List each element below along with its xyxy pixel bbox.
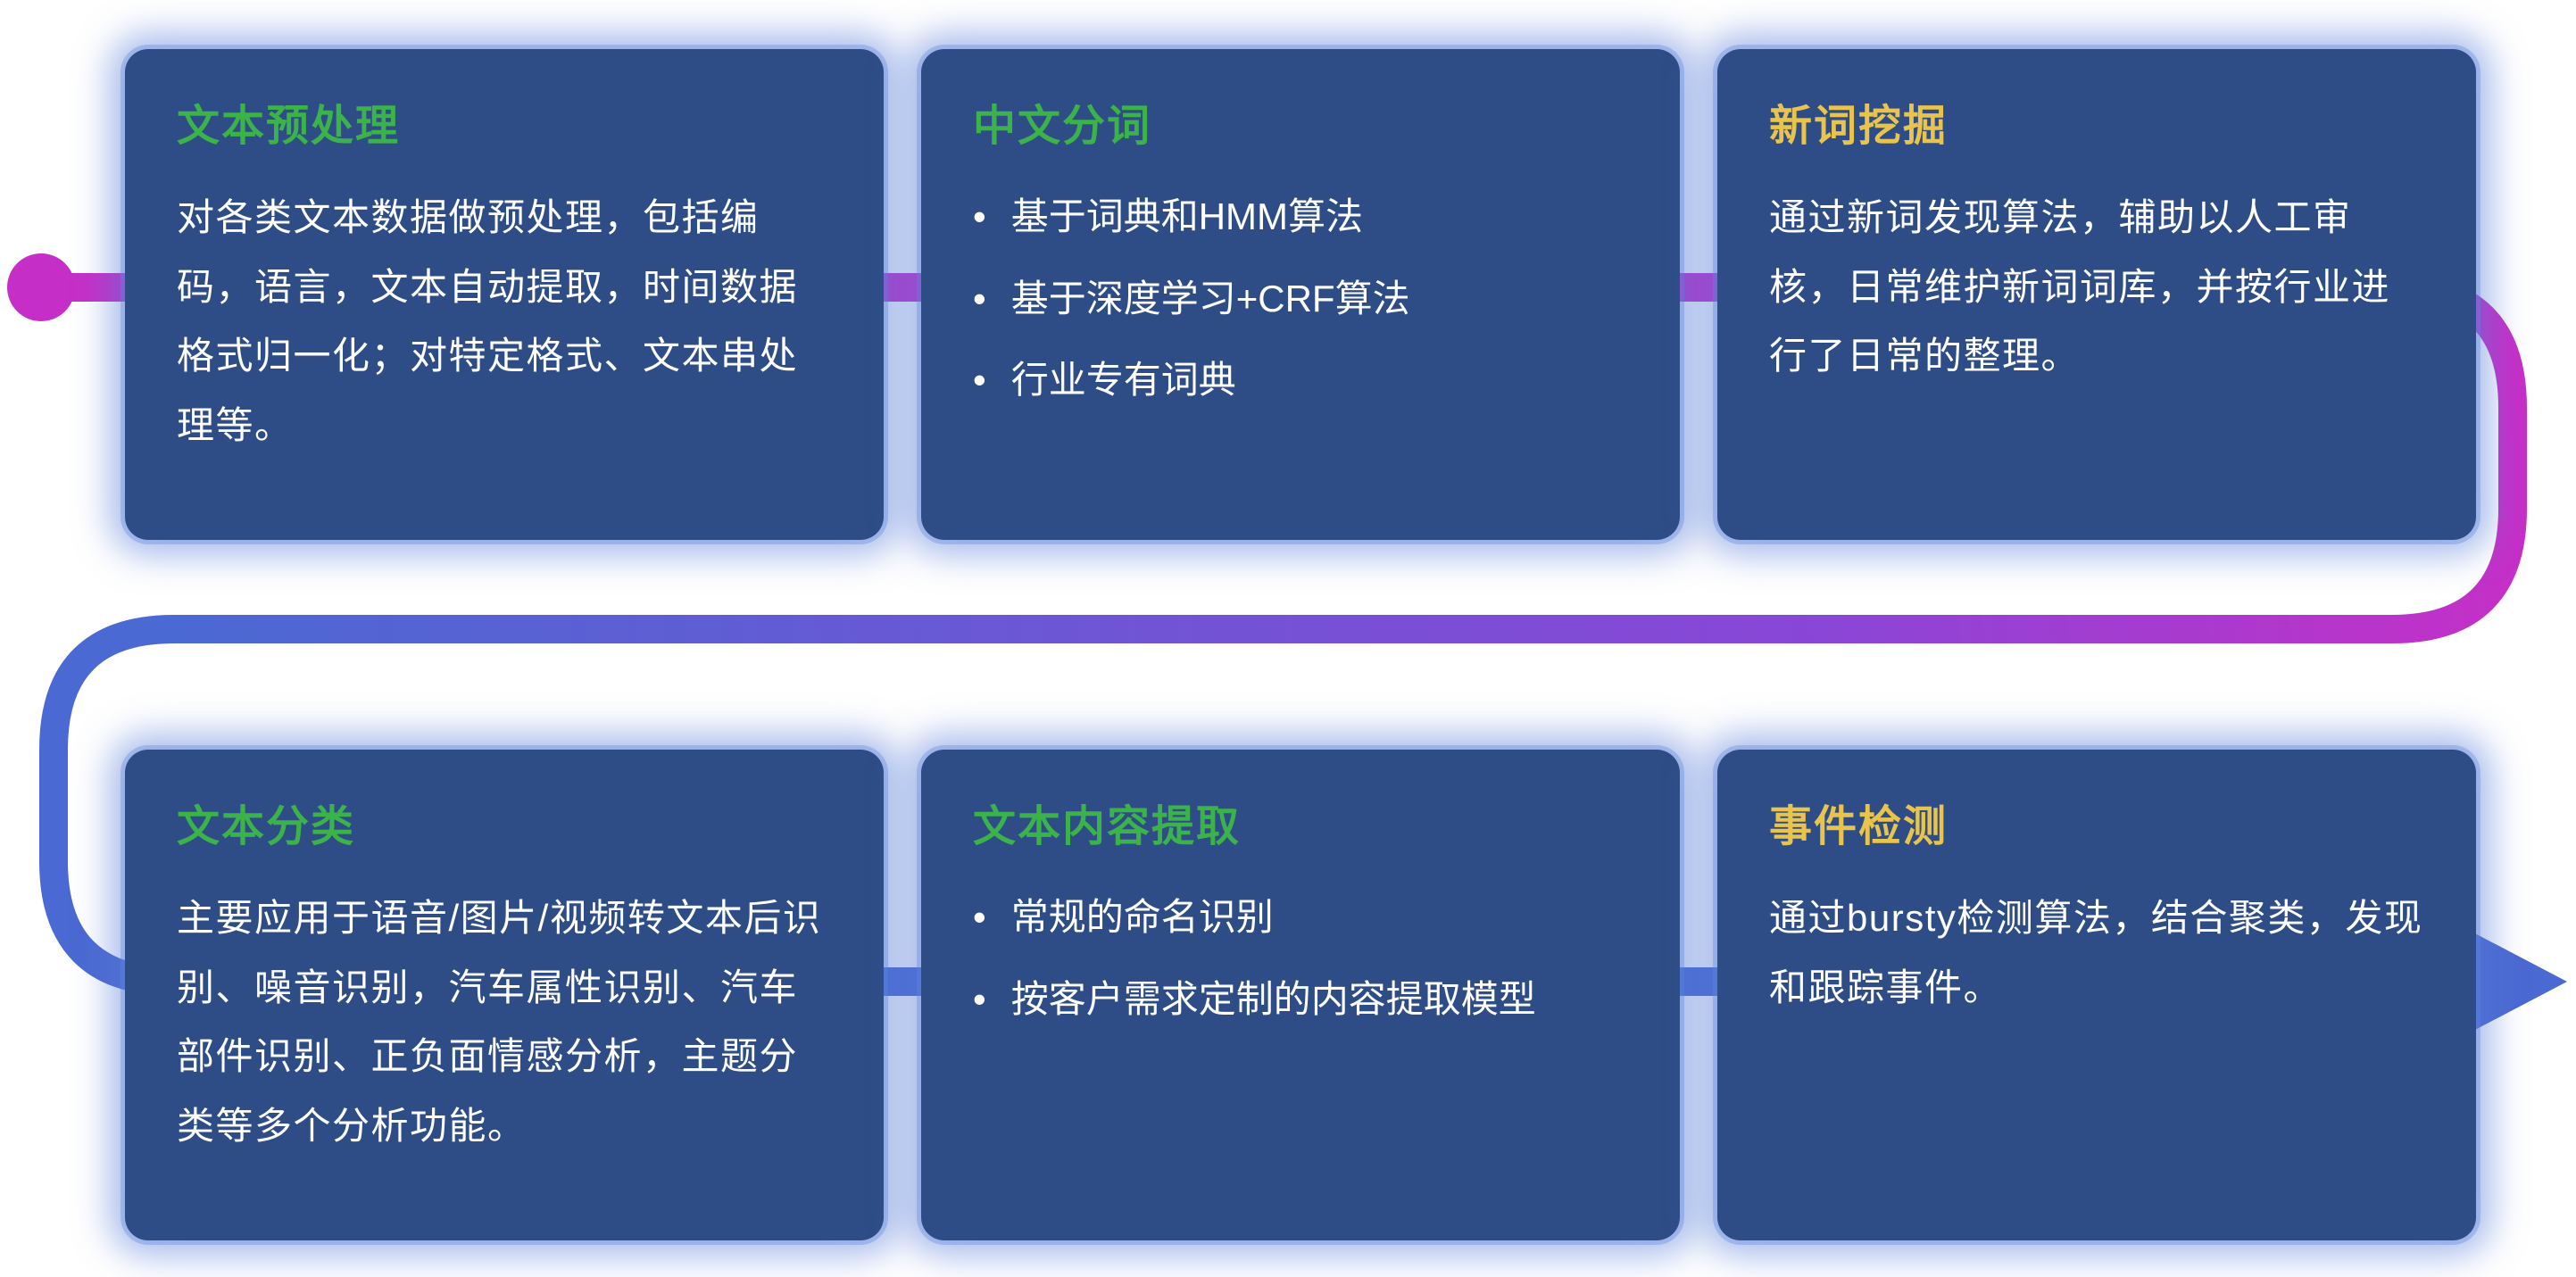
card-title: 新词挖掘 <box>1769 103 1949 150</box>
card-title: 中文分词 <box>973 103 1152 150</box>
bullet-item: • 行业专有词典 <box>973 346 1628 414</box>
card-text-preprocessing: 文本预处理 对各类文本数据做预处理，包括编码，语言，文本自动提取，时间数据格式归… <box>125 49 884 540</box>
bullet-text: 基于深度学习+CRF算法 <box>1010 277 1410 319</box>
bullet-text: 按客户需求定制的内容提取模型 <box>1010 977 1536 1020</box>
bullet-item: • 基于深度学习+CRF算法 <box>973 265 1628 333</box>
card-new-word-mining: 新词挖掘 通过新词发现算法，辅助以人工审核，日常维护新词词库，并按行业进行了日常… <box>1717 49 2476 540</box>
card-title: 事件检测 <box>1769 803 1949 850</box>
card-chinese-word-segmentation: 中文分词 • 基于词典和HMM算法 • 基于深度学习+CRF算法 • 行业专有词… <box>921 49 1680 540</box>
bullet-item: • 常规的命名识别 <box>973 883 1628 951</box>
card-bullet-list: • 基于词典和HMM算法 • 基于深度学习+CRF算法 • 行业专有词典 <box>973 183 1628 414</box>
bullet-icon: • <box>973 896 986 938</box>
flow-arrow-icon <box>2455 923 2567 1041</box>
bullet-text: 常规的命名识别 <box>1010 896 1274 938</box>
flow-segment-middle <box>174 424 2527 643</box>
bullet-icon: • <box>973 359 986 402</box>
card-title: 文本内容提取 <box>973 803 1242 850</box>
card-body: 通过新词发现算法，辅助以人工审核，日常维护新词词库，并按行业进行了日常的整理。 <box>1769 196 2391 377</box>
card-body: 对各类文本数据做预处理，包括编码，语言，文本自动提取，时间数据格式归一化；对特定… <box>177 196 799 447</box>
card-body: 通过bursty检测算法，结合聚类，发现和跟踪事件。 <box>1769 897 2423 1008</box>
card-event-detection: 事件检测 通过bursty检测算法，结合聚类，发现和跟踪事件。 <box>1717 750 2476 1240</box>
card-bullet-list: • 常规的命名识别 • 按客户需求定制的内容提取模型 <box>973 883 1628 1032</box>
bullet-icon: • <box>973 195 986 237</box>
bullet-icon: • <box>973 277 986 319</box>
card-title: 文本分类 <box>177 803 356 850</box>
card-title: 文本预处理 <box>177 103 401 150</box>
bullet-text: 基于词典和HMM算法 <box>1010 195 1364 237</box>
card-text-classification: 文本分类 主要应用于语音/图片/视频转文本后识别、噪音识别，汽车属性识别、汽车部… <box>125 750 884 1240</box>
bullet-item: • 基于词典和HMM算法 <box>973 183 1628 251</box>
flow-segment-bottom <box>39 615 2465 996</box>
bullet-text: 行业专有词典 <box>1010 359 1236 402</box>
card-text-content-extraction: 文本内容提取 • 常规的命名识别 • 按客户需求定制的内容提取模型 <box>921 750 1680 1240</box>
bullet-icon: • <box>973 977 986 1020</box>
card-body: 主要应用于语音/图片/视频转文本后识别、噪音识别，汽车属性识别、汽车部件识别、正… <box>177 897 822 1148</box>
bullet-item: • 按客户需求定制的内容提取模型 <box>973 966 1628 1033</box>
